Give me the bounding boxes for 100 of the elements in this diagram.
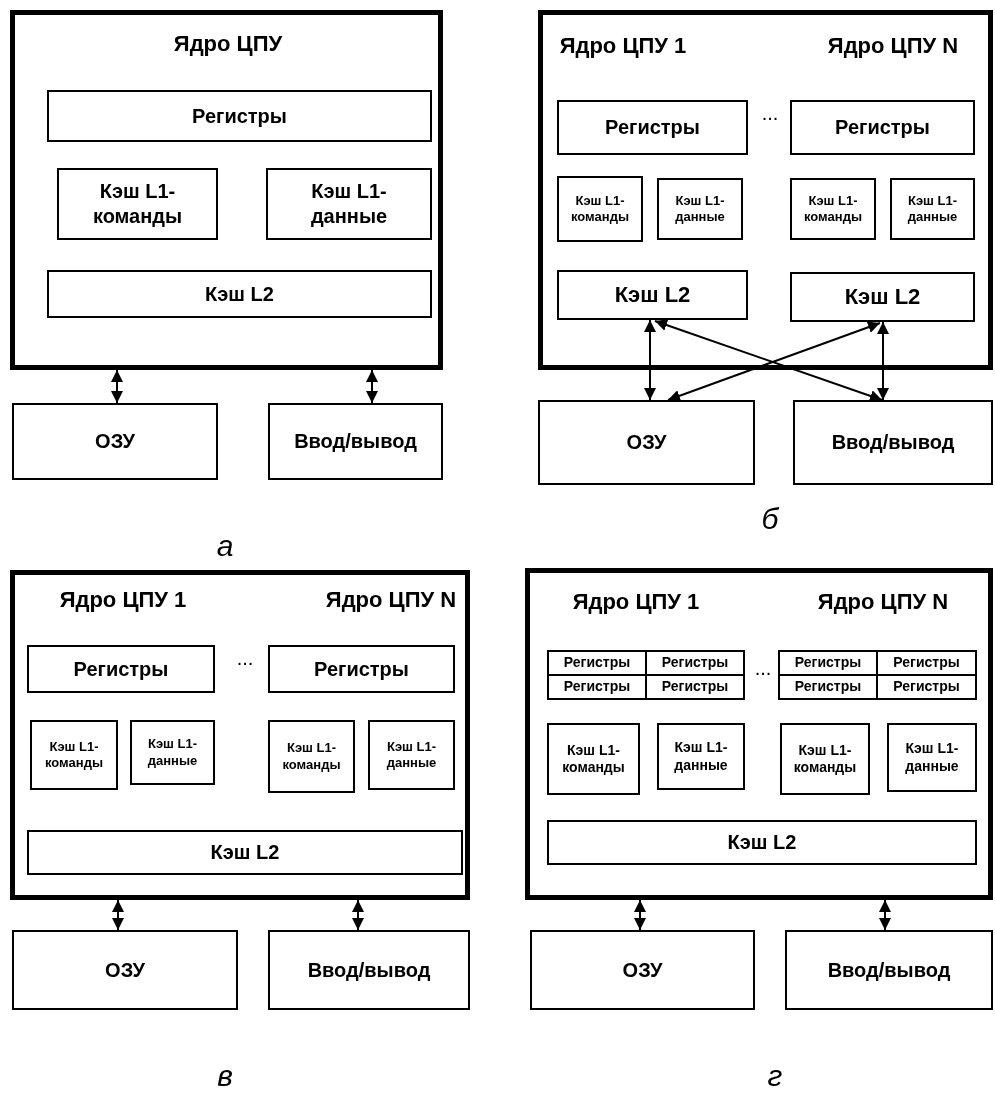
unit-label: Регистры (563, 654, 631, 672)
unit-label: Ввод/вывод (307, 957, 431, 983)
unit-box (793, 400, 993, 485)
ellipsis: ... (761, 101, 779, 126)
ellipsis: ... (236, 646, 254, 671)
unit-box (266, 168, 432, 240)
unit-box (12, 930, 238, 1010)
unit-label: ОЗУ (622, 957, 663, 983)
unit-box (645, 674, 745, 700)
unit-box (557, 176, 643, 242)
unit-box (530, 930, 755, 1010)
unit-label: Регистры (794, 678, 862, 696)
unit-label: Кэш L1- команды (91, 179, 184, 229)
connector-arrow (352, 899, 364, 931)
unit-box (27, 830, 463, 875)
unit-label: Кэш L1- данные (904, 740, 960, 775)
unit-box (778, 674, 878, 700)
unit-label: Регистры (192, 103, 287, 129)
unit-label: Кэш L1- данные (906, 192, 959, 226)
unit-label: Кэш L2 (727, 830, 797, 855)
unit-label: Кэш L2 (844, 283, 921, 311)
unit-label: Регистры (893, 654, 960, 672)
cpu-core-frame (525, 568, 993, 900)
connector-arrow (112, 899, 124, 931)
unit-box (27, 645, 215, 693)
unit-label: Кэш L1- команды (570, 192, 630, 226)
unit-box (368, 720, 455, 790)
unit-box (785, 930, 993, 1010)
unit-label: Кэш L1- данные (309, 179, 389, 229)
connector-arrow (644, 319, 656, 401)
unit-label: Кэш L1- команды (561, 741, 626, 777)
unit-label: Кэш L1- команды (44, 738, 104, 772)
unit-box (268, 720, 355, 793)
unit-label: Регистры (794, 654, 862, 672)
unit-box (876, 674, 977, 700)
unit-label: Ввод/вывод (294, 429, 417, 454)
connector-arrow (634, 899, 646, 931)
unit-box (547, 723, 640, 795)
unit-label: Регистры (893, 678, 960, 696)
unit-label: ОЗУ (626, 430, 667, 455)
core-title: Ядро ЦПУ 1 (559, 31, 687, 60)
unit-box (30, 720, 118, 790)
unit-label: Регистры (605, 115, 700, 140)
connector-arrow (111, 369, 123, 404)
unit-box (268, 645, 455, 693)
unit-box (130, 720, 215, 785)
unit-box (645, 650, 745, 676)
core-title: Ядро ЦПУ N (817, 587, 949, 616)
panel-letter: в (217, 1057, 233, 1094)
unit-box (57, 168, 218, 240)
core-title: Ядро ЦПУ (173, 29, 283, 58)
core-title: Ядро ЦПУ N (827, 31, 959, 60)
unit-label: Кэш L1- данные (385, 738, 438, 772)
unit-label: Кэш L1- данные (673, 739, 729, 774)
unit-box (790, 178, 876, 240)
unit-box (876, 650, 977, 676)
panel-letter: г (767, 1057, 783, 1094)
unit-label: Регистры (563, 678, 631, 696)
unit-box (657, 178, 743, 240)
unit-box (657, 723, 745, 790)
unit-box (12, 403, 218, 480)
unit-box (538, 400, 755, 485)
unit-box (778, 650, 878, 676)
connector-arrow (879, 899, 891, 931)
unit-box (268, 403, 443, 480)
unit-label: Кэш L2 (205, 281, 274, 307)
unit-box (780, 723, 870, 795)
connector-arrow (877, 321, 889, 401)
unit-box (887, 723, 977, 792)
unit-box (547, 674, 647, 700)
unit-box (790, 100, 975, 155)
unit-box (547, 650, 647, 676)
unit-box (557, 100, 748, 155)
core-title: Ядро ЦПУ N (325, 585, 457, 614)
core-title: Ядро ЦПУ 1 (59, 585, 187, 614)
cpu-core-frame (10, 570, 470, 900)
cpu-core-frame (538, 10, 993, 370)
unit-label: Кэш L1- данные (146, 736, 199, 769)
unit-label: Ввод/вывод (831, 430, 955, 455)
ellipsis: ... (754, 656, 772, 681)
connector-arrow (366, 369, 378, 404)
panel-letter: а (216, 527, 234, 564)
unit-label: Регистры (835, 115, 930, 140)
unit-label: Кэш L1- команды (803, 192, 863, 226)
panel-letter: б (761, 500, 779, 537)
unit-box (47, 270, 432, 318)
unit-box (47, 90, 432, 142)
unit-box (790, 272, 975, 322)
unit-box (547, 820, 977, 865)
unit-label: ОЗУ (105, 957, 145, 983)
unit-label: Регистры (661, 654, 729, 672)
unit-label: ОЗУ (95, 429, 135, 454)
unit-label: Регистры (314, 656, 409, 682)
unit-box (557, 270, 748, 320)
core-title: Ядро ЦПУ 1 (572, 587, 700, 616)
unit-label: Кэш L2 (614, 281, 691, 309)
unit-box (890, 178, 975, 240)
unit-label: Регистры (661, 678, 729, 696)
unit-label: Кэш L1- команды (792, 741, 858, 777)
cpu-core-frame (10, 10, 443, 370)
